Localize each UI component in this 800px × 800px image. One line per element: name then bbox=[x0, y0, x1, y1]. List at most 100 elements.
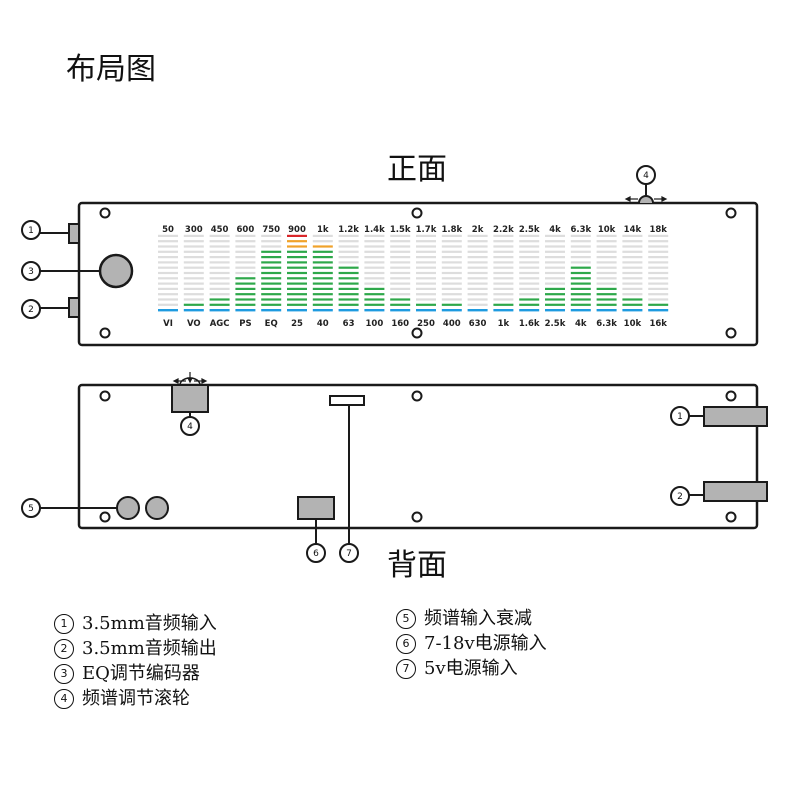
bottom-frequency-label: 25 bbox=[291, 319, 303, 329]
callout-number: 7 bbox=[346, 549, 352, 559]
bar-segment bbox=[545, 256, 565, 259]
legend-number: 7 bbox=[396, 659, 416, 679]
bottom-frequency-label: PS bbox=[239, 319, 251, 329]
legend-text: 5v电源输入 bbox=[424, 658, 518, 679]
bar-segment bbox=[648, 240, 669, 243]
bar-segment bbox=[622, 271, 643, 275]
bar-segment bbox=[519, 240, 540, 243]
bar-segment bbox=[596, 266, 617, 269]
legend-number: 6 bbox=[396, 634, 416, 654]
bar-segment bbox=[648, 256, 669, 259]
bottom-frequency-label: 4k bbox=[575, 319, 587, 329]
bar-segment bbox=[390, 271, 411, 275]
bar-segment bbox=[390, 256, 411, 259]
bar-segment bbox=[287, 256, 307, 259]
top-frequency-label: 1.8k bbox=[441, 225, 462, 235]
bar-segment bbox=[622, 298, 643, 301]
bar-segment bbox=[235, 271, 256, 275]
bar-segment bbox=[648, 287, 669, 290]
bar-segment bbox=[287, 277, 307, 280]
callout-number: 2 bbox=[28, 305, 34, 315]
bar-segment bbox=[209, 250, 230, 253]
top-frequency-label: 900 bbox=[288, 225, 306, 235]
bar-segment bbox=[467, 240, 488, 243]
legend-number: 2 bbox=[54, 639, 74, 659]
bar-segment bbox=[441, 293, 462, 296]
legend-text: 3.5mm音频输入 bbox=[82, 613, 217, 634]
bar-segment bbox=[493, 250, 514, 253]
bar-segment bbox=[364, 271, 385, 275]
bar-segment bbox=[235, 282, 256, 285]
bar-segment bbox=[338, 245, 359, 248]
screw-hole bbox=[411, 390, 423, 402]
bar-baseline bbox=[570, 309, 591, 312]
bottom-frequency-label: 1k bbox=[498, 319, 510, 329]
bar-baseline bbox=[287, 309, 307, 312]
bar-segment bbox=[390, 250, 411, 253]
top-frequency-label: 2.2k bbox=[493, 225, 514, 235]
bar-segment bbox=[493, 234, 514, 237]
bar-segment bbox=[287, 303, 307, 306]
bar-segment bbox=[545, 271, 565, 275]
bar-segment bbox=[467, 298, 488, 301]
bar-segment bbox=[648, 245, 669, 248]
top-frequency-label: 50 bbox=[162, 225, 174, 235]
bar-segment bbox=[441, 287, 462, 290]
legend-text: 3.5mm音频输出 bbox=[82, 638, 217, 659]
top-frequency-label: 2.5k bbox=[519, 225, 540, 235]
bar-segment bbox=[235, 266, 256, 269]
bar-segment bbox=[467, 271, 488, 275]
bar-segment bbox=[183, 245, 204, 248]
bar-segment bbox=[493, 271, 514, 275]
bottom-frequency-label: EQ bbox=[265, 319, 278, 329]
dc-power-jack bbox=[297, 496, 335, 520]
bar-segment bbox=[441, 261, 462, 264]
bar-segment bbox=[493, 282, 514, 285]
bar-segment bbox=[287, 250, 307, 253]
screw-hole bbox=[411, 327, 423, 339]
spectrum-bar bbox=[261, 234, 282, 312]
bar-segment bbox=[648, 271, 669, 275]
bar-segment bbox=[312, 282, 333, 285]
bar-segment bbox=[622, 261, 643, 264]
bar-segment bbox=[390, 245, 411, 248]
bar-segment bbox=[416, 293, 436, 296]
spectrum-bar bbox=[441, 234, 462, 312]
screw-hole bbox=[411, 207, 423, 219]
bar-segment bbox=[209, 261, 230, 264]
bar-segment bbox=[338, 234, 359, 237]
bar-segment bbox=[622, 234, 643, 237]
audio-input-jack bbox=[68, 223, 80, 244]
bar-segment bbox=[596, 256, 617, 259]
bar-segment bbox=[493, 303, 514, 306]
legend-text: 7-18v电源输入 bbox=[424, 633, 547, 654]
bar-segment bbox=[209, 298, 230, 301]
legend-item-7: 7 5v电源输入 bbox=[396, 657, 518, 681]
bar-segment bbox=[570, 277, 591, 280]
callout-number: 4 bbox=[187, 422, 193, 432]
bar-segment bbox=[596, 287, 617, 290]
bar-baseline bbox=[493, 309, 514, 312]
bar-segment bbox=[519, 287, 540, 290]
callout-number: 1 bbox=[28, 226, 34, 236]
bar-segment bbox=[493, 245, 514, 248]
callout-number: 1 bbox=[677, 412, 683, 422]
callout-circle-back-4 bbox=[180, 416, 200, 436]
bar-segment bbox=[209, 256, 230, 259]
bottom-frequency-label: 40 bbox=[317, 319, 329, 329]
bar-segment bbox=[441, 256, 462, 259]
bar-segment bbox=[467, 287, 488, 290]
bar-segment bbox=[519, 245, 540, 248]
bar-baseline bbox=[441, 309, 462, 312]
bottom-frequency-label: 16k bbox=[649, 319, 667, 329]
callout-circle-back-7 bbox=[339, 543, 359, 563]
spectrum-bar bbox=[570, 234, 591, 312]
bar-segment bbox=[261, 266, 282, 269]
bar-segment bbox=[545, 261, 565, 264]
screw-hole bbox=[725, 390, 737, 402]
screw-hole bbox=[99, 390, 111, 402]
bar-baseline bbox=[416, 309, 436, 312]
back-callout-lines bbox=[40, 405, 704, 545]
bar-segment bbox=[158, 298, 178, 301]
